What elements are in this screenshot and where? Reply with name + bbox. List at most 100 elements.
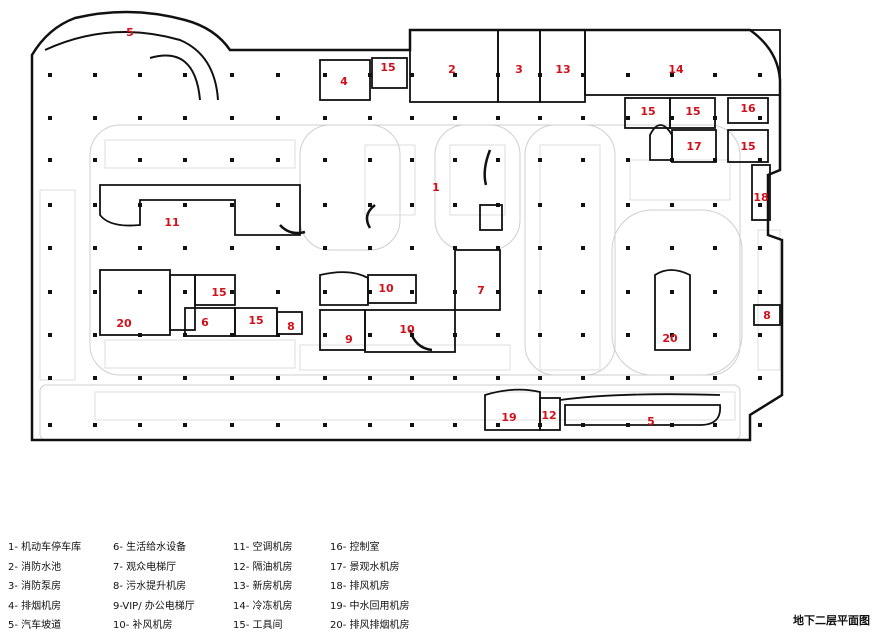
room-number-label: 15 bbox=[380, 61, 395, 74]
room-number-label: 17 bbox=[686, 140, 701, 153]
plan-title: 地下二层平面图 bbox=[793, 614, 870, 627]
column-marker bbox=[183, 333, 187, 337]
room-block-center bbox=[319, 204, 503, 353]
column-marker bbox=[581, 116, 585, 120]
legend-item: 11- 空调机房 bbox=[233, 542, 293, 553]
column-marker bbox=[670, 423, 674, 427]
column-marker bbox=[453, 423, 457, 427]
legend-item: 20- 排风排烟机房 bbox=[330, 620, 410, 631]
column-marker bbox=[138, 158, 142, 162]
column-marker bbox=[581, 203, 585, 207]
column-marker bbox=[713, 423, 717, 427]
column-marker bbox=[453, 116, 457, 120]
room-number-label: 15 bbox=[740, 140, 755, 153]
room-number-label: 13 bbox=[555, 63, 570, 76]
column-marker bbox=[183, 423, 187, 427]
column-marker bbox=[626, 73, 630, 77]
room-number-label: 9 bbox=[345, 333, 353, 346]
column-marker bbox=[323, 116, 327, 120]
column-marker bbox=[453, 376, 457, 380]
column-marker bbox=[48, 423, 52, 427]
column-marker bbox=[368, 203, 372, 207]
room-number-label: 3 bbox=[515, 63, 523, 76]
column-marker bbox=[48, 246, 52, 250]
column-marker bbox=[230, 333, 234, 337]
room-number-label: 16 bbox=[740, 102, 756, 115]
legend-item: 14- 冷冻机房 bbox=[233, 600, 293, 612]
column-marker bbox=[758, 203, 762, 207]
column-marker bbox=[323, 290, 327, 294]
column-marker bbox=[183, 246, 187, 250]
column-marker bbox=[93, 290, 97, 294]
column-marker bbox=[538, 158, 542, 162]
column-marker bbox=[758, 376, 762, 380]
column-marker bbox=[276, 333, 280, 337]
legend-item: 17- 景观水机房 bbox=[330, 561, 400, 573]
column-marker bbox=[758, 246, 762, 250]
room-number-label: 15 bbox=[248, 314, 263, 327]
column-marker bbox=[670, 158, 674, 162]
legend-item: 2- 消防水池 bbox=[8, 561, 62, 573]
column-marker bbox=[48, 333, 52, 337]
legend-item: 15- 工具间 bbox=[233, 620, 283, 631]
column-marker bbox=[496, 290, 500, 294]
column-marker bbox=[230, 116, 234, 120]
column-marker bbox=[138, 423, 142, 427]
column-marker bbox=[230, 73, 234, 77]
room-number-label: 15 bbox=[685, 105, 700, 118]
legend-column-2: 6- 生活给水设备 7- 观众电梯厅 8- 污水提升机房 9-VIP/ 办公电梯… bbox=[113, 538, 195, 636]
column-marker bbox=[93, 246, 97, 250]
column-marker bbox=[183, 158, 187, 162]
column-marker bbox=[670, 203, 674, 207]
legend-item: 5- 汽车坡道 bbox=[8, 620, 62, 631]
column-marker bbox=[496, 158, 500, 162]
column-marker bbox=[368, 158, 372, 162]
column-marker bbox=[626, 203, 630, 207]
legend-item: 8- 污水提升机房 bbox=[113, 581, 187, 592]
column-marker bbox=[323, 73, 327, 77]
column-marker bbox=[230, 203, 234, 207]
column-marker bbox=[323, 246, 327, 250]
column-marker bbox=[581, 423, 585, 427]
column-marker bbox=[758, 290, 762, 294]
column-marker bbox=[368, 290, 372, 294]
column-marker bbox=[758, 333, 762, 337]
legend-item: 12- 隔油机房 bbox=[233, 561, 293, 573]
column-marker bbox=[276, 158, 280, 162]
legend-item: 19- 中水回用机房 bbox=[330, 600, 410, 612]
legend-item: 9-VIP/ 办公电梯厅 bbox=[113, 600, 195, 612]
column-marker bbox=[453, 333, 457, 337]
legend-item: 4- 排烟机房 bbox=[8, 600, 62, 612]
column-marker bbox=[626, 116, 630, 120]
column-marker bbox=[93, 333, 97, 337]
column-marker bbox=[626, 246, 630, 250]
column-marker bbox=[626, 376, 630, 380]
legend-item: 10- 补风机房 bbox=[113, 620, 173, 631]
column-marker bbox=[410, 246, 414, 250]
column-marker bbox=[496, 203, 500, 207]
column-marker bbox=[276, 290, 280, 294]
room-number-label: 5 bbox=[126, 26, 134, 39]
column-marker bbox=[48, 116, 52, 120]
column-marker bbox=[48, 203, 52, 207]
column-marker bbox=[276, 73, 280, 77]
column-marker bbox=[670, 73, 674, 77]
room-number-label: 5 bbox=[647, 415, 655, 428]
column-marker bbox=[758, 116, 762, 120]
column-marker bbox=[758, 158, 762, 162]
column-marker bbox=[230, 376, 234, 380]
column-marker bbox=[581, 246, 585, 250]
legend-item: 7- 观众电梯厅 bbox=[113, 561, 177, 573]
column-marker bbox=[538, 203, 542, 207]
column-marker bbox=[670, 116, 674, 120]
column-marker bbox=[626, 158, 630, 162]
curved-walls bbox=[279, 149, 492, 352]
room-block-bottom bbox=[484, 388, 722, 431]
legend: 1- 机动车停车库 2- 消防水池 3- 消防泵房 4- 排烟机房 5- 汽车坡… bbox=[8, 538, 418, 638]
column-marker bbox=[626, 290, 630, 294]
room-block-right bbox=[654, 269, 781, 351]
room-number-label: 18 bbox=[753, 191, 768, 204]
column-marker bbox=[453, 246, 457, 250]
column-marker bbox=[323, 158, 327, 162]
column-marker bbox=[453, 203, 457, 207]
